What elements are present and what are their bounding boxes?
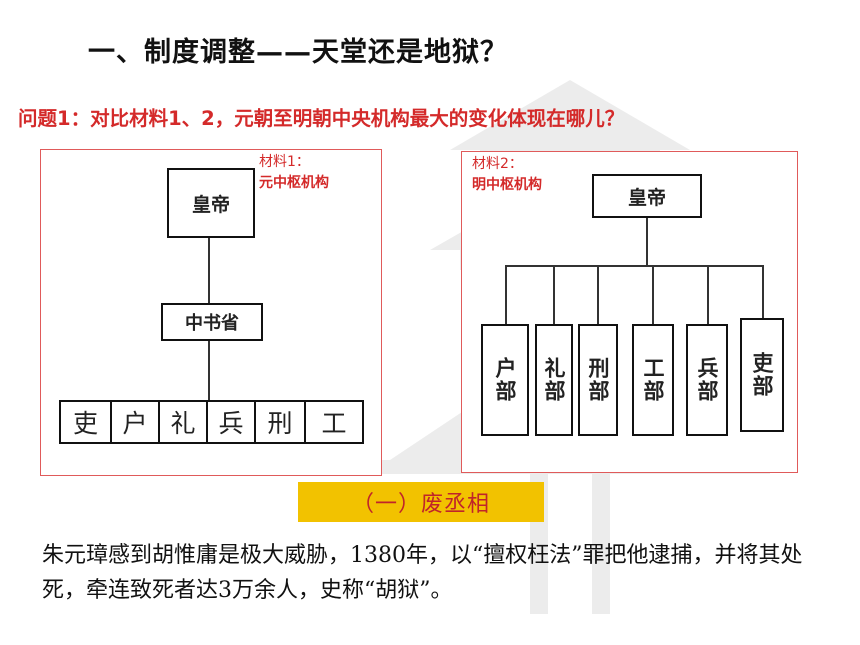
page-title: 一、制度调整——天堂还是地狱？ (88, 37, 508, 68)
material2-connector-drop (597, 265, 599, 325)
material1-connector-secretariat-ministries (208, 341, 210, 401)
section-heading: （一）废丞相 (298, 482, 544, 522)
material1-label-name: 元中枢机构 (259, 175, 329, 191)
material1-connector-emperor-secretariat (208, 238, 210, 303)
material1-label: 材料1： 元中枢机构 (259, 152, 329, 194)
material2-connector-drop (505, 265, 507, 325)
material2-label-name: 明中枢机构 (472, 177, 542, 193)
paragraph-text: 朱元璋感到胡惟庸是极大威胁，1380年，以“擅权枉法”罪把他逮捕，并将其处死，牵… (42, 543, 803, 603)
material2-ministry-box: 户部 (481, 324, 529, 436)
material1-ministry-cell: 兵 (206, 400, 256, 444)
material2-ministry-box: 工部 (632, 324, 674, 436)
material1-ministry-cell: 刑 (254, 400, 306, 444)
material2-ministry-box: 兵部 (686, 324, 728, 436)
material2-ministry-box: 刑部 (578, 324, 618, 436)
material2-label-number: 材料2： (472, 156, 523, 172)
material2-ministry-box: 礼部 (535, 324, 573, 436)
material1-secretariat-box: 中书省 (161, 303, 263, 341)
material2-connector-drop (553, 265, 555, 325)
material1-ministry-cell: 礼 (158, 400, 208, 444)
material1-ministry-cell: 户 (110, 400, 160, 444)
material2-emperor-box: 皇帝 (592, 174, 702, 218)
material1-ministry-cell: 吏 (59, 400, 112, 444)
material2-panel: 材料2： 明中枢机构 皇帝 户部 礼部 刑部 工部 兵部 吏部 (461, 151, 798, 473)
material2-ministry-box: 吏部 (740, 318, 784, 432)
material2-horizontal-bar (505, 265, 762, 267)
material2-connector-drop (707, 265, 709, 325)
question-text: 问题1：对比材料1、2，元朝至明朝中央机构最大的变化体现在哪儿？ (18, 107, 625, 130)
material1-label-number: 材料1： (259, 154, 310, 170)
material1-emperor-box: 皇帝 (167, 168, 255, 238)
material2-label: 材料2： 明中枢机构 (472, 154, 542, 196)
material2-connector-drop (762, 265, 764, 320)
material1-ministry-cell: 工 (304, 400, 364, 444)
material2-connector-emperor-bar (646, 218, 648, 266)
material2-connector-drop (652, 265, 654, 325)
material1-panel: 材料1： 元中枢机构 皇帝 中书省 吏 户 礼 兵 刑 工 (40, 149, 382, 476)
